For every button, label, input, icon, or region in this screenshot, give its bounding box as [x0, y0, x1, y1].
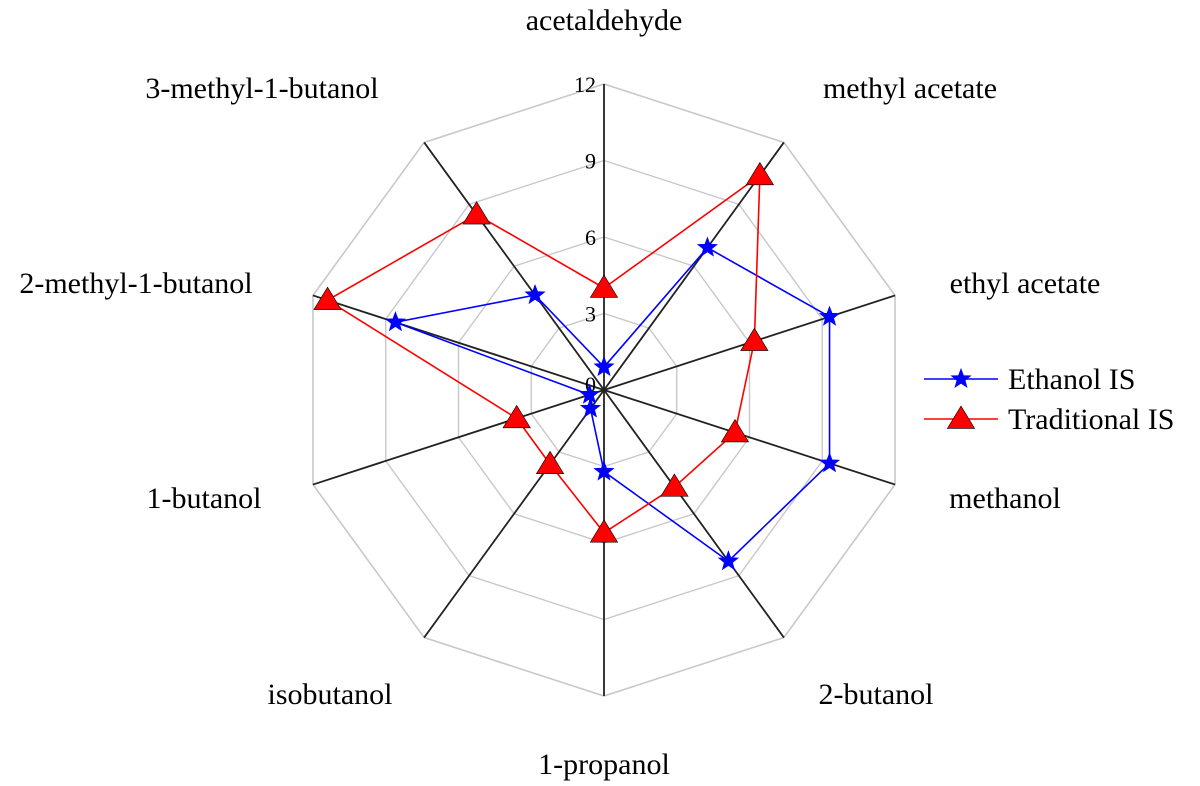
axis-label-1-propanol: 1-propanol: [538, 748, 670, 781]
tick-label-9: 9: [585, 149, 596, 174]
tick-label-3: 3: [585, 302, 596, 327]
point-ethanol-is-2-butanol: [717, 550, 740, 571]
spoke-methanol: [603, 389, 896, 486]
axis-label-1-butanol: 1-butanol: [147, 482, 262, 515]
point-traditional-is-1-propanol: [589, 519, 619, 543]
tick-layer: 0 3 6 9 12: [574, 72, 596, 397]
series-line-traditional-is: [325, 173, 761, 534]
legend-marker-ethanol-is: [950, 367, 972, 389]
series-layer: [313, 161, 841, 571]
series-ethanol-is: [384, 236, 841, 571]
point-ethanol-is-ethyl-acetate: [818, 305, 841, 326]
point-traditional-is-isobutanol: [535, 450, 565, 474]
point-traditional-is-acetaldehyde: [589, 274, 619, 298]
tick-label-0: 0: [585, 372, 596, 397]
legend-label-ethanol-is: Ethanol IS: [1008, 363, 1136, 396]
point-traditional-is-ethyl-acetate: [740, 327, 769, 351]
point-traditional-is-3-methyl-1-butanol: [462, 201, 491, 225]
point-ethanol-is-methyl-acetate: [696, 236, 719, 257]
point-ethanol-is-methanol: [818, 452, 841, 473]
point-traditional-is-methyl-acetate: [745, 161, 775, 186]
axis-label-isobutanol: isobutanol: [268, 678, 393, 711]
point-ethanol-is-1-butanol: [578, 383, 601, 404]
spoke-2-butanol: [603, 389, 785, 639]
spoke-isobutanol: [423, 389, 605, 639]
point-traditional-is-methanol: [720, 419, 750, 443]
axis-label-acetaldehyde: acetaldehyde: [526, 4, 683, 37]
axis-label-methanol: methanol: [949, 482, 1061, 515]
series-traditional-is: [313, 161, 775, 543]
legend: Ethanol IS Traditional IS: [924, 363, 1174, 436]
spoke-2-methyl-1-butanol: [312, 294, 605, 391]
axis-label-ethyl-acetate: ethyl acetate: [950, 267, 1101, 300]
point-ethanol-is-3-methyl-1-butanol: [524, 283, 546, 305]
spoke-layer: [312, 84, 896, 696]
spoke-3-methyl-1-butanol: [423, 141, 605, 391]
axis-label-2-butanol: 2-butanol: [819, 678, 934, 711]
tick-label-12: 12: [574, 72, 596, 97]
spoke-1-butanol: [312, 389, 605, 486]
legend-label-traditional-is: Traditional IS: [1008, 403, 1174, 436]
axis-label-methyl-acetate: methyl acetate: [823, 72, 997, 105]
axis-label-2-methyl-1-butanol: 2-methyl-1-butanol: [19, 267, 252, 300]
point-ethanol-is-1-propanol: [593, 460, 615, 481]
legend-item-ethanol-is: Ethanol IS: [924, 363, 1136, 396]
point-ethanol-is-isobutanol: [579, 397, 602, 418]
point-traditional-is-2-butanol: [660, 473, 689, 497]
point-traditional-is-1-butanol: [502, 404, 531, 429]
axis-label-layer: acetaldehyde methyl acetate ethyl acetate m…: [19, 4, 1100, 781]
point-ethanol-is-2-methyl-1-butanol: [384, 311, 407, 332]
legend-marker-traditional-is: [946, 405, 976, 429]
point-ethanol-is-acetaldehyde: [593, 355, 615, 377]
legend-item-traditional-is: Traditional IS: [924, 403, 1174, 436]
axis-label-3-methyl-1-butanol: 3-methyl-1-butanol: [145, 72, 378, 105]
tick-label-6: 6: [585, 225, 596, 250]
point-traditional-is-2-methyl-1-butanol: [313, 286, 342, 310]
